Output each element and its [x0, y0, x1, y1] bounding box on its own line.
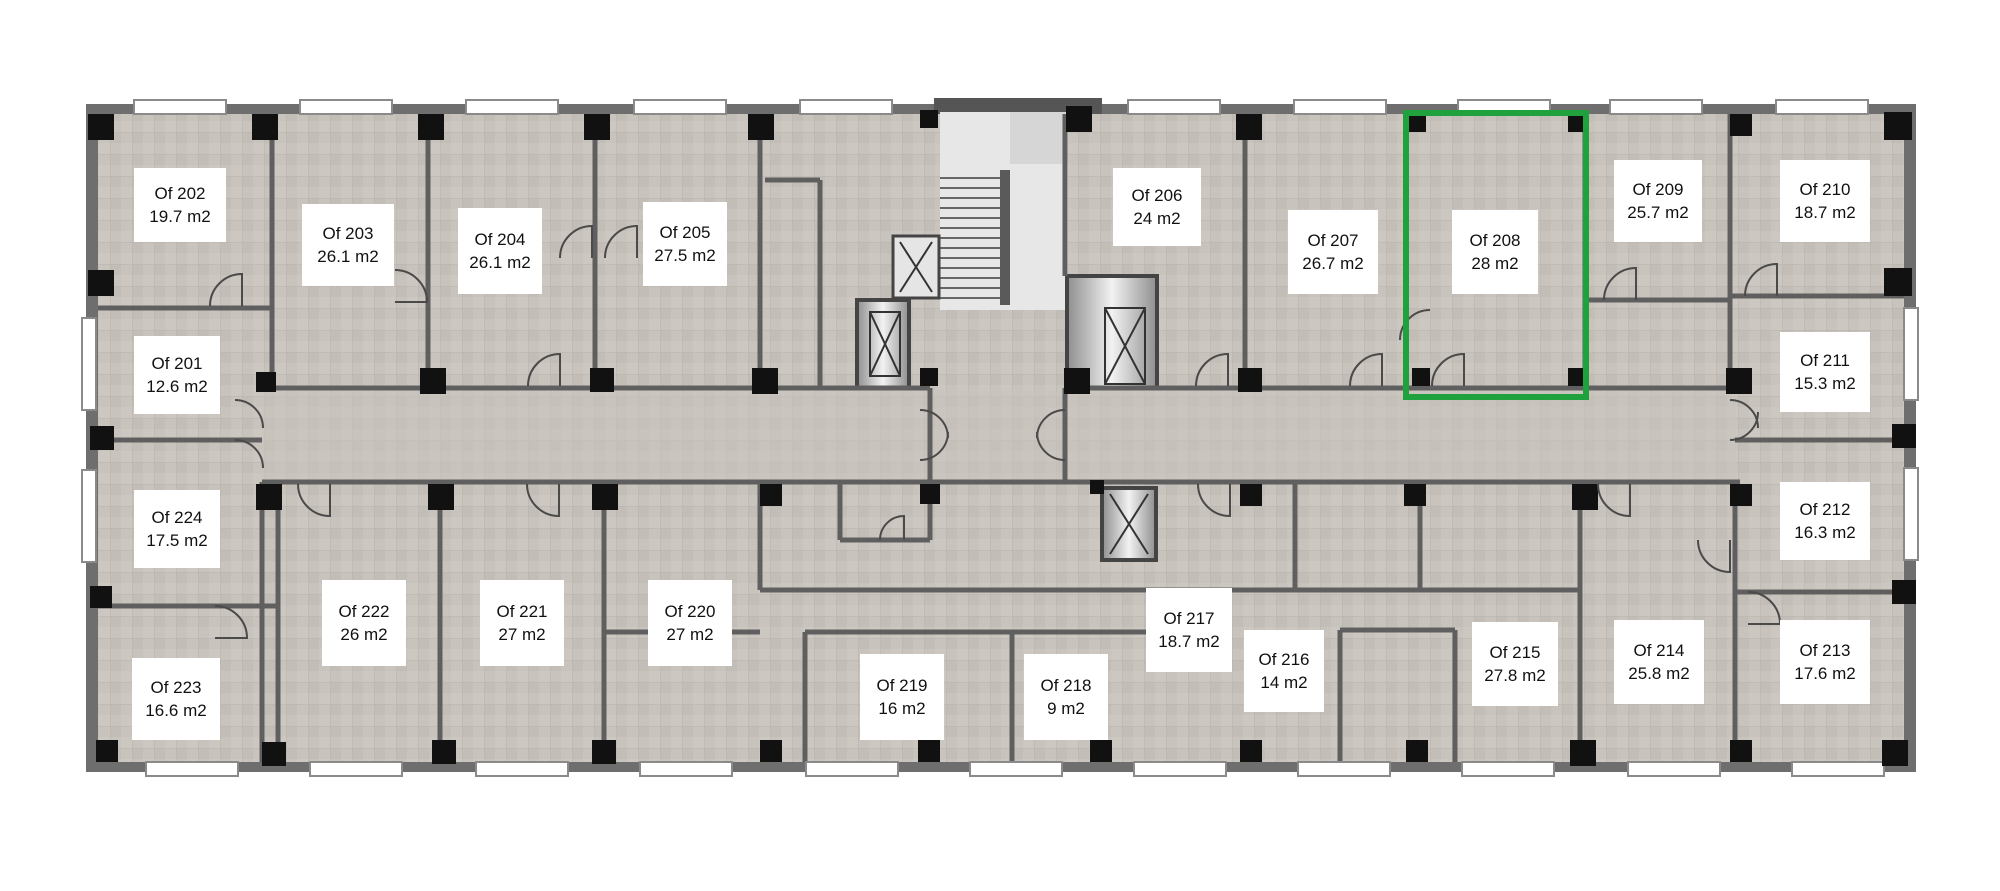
- office-area: 27.8 m2: [1484, 666, 1546, 685]
- office-name: Of 216: [1258, 650, 1310, 669]
- elevator-left: [855, 298, 911, 390]
- office-area: 9 m2: [1047, 699, 1085, 718]
- office-name: Of 217: [1163, 609, 1215, 628]
- office-area: 17.5 m2: [146, 531, 208, 550]
- elevator-shaft-left: [891, 234, 941, 300]
- office-label: Of 221 27 m2: [480, 580, 564, 666]
- office-area: 27 m2: [498, 625, 546, 644]
- office-name: Of 214: [1633, 641, 1685, 660]
- office-name: Of 206: [1131, 186, 1183, 205]
- office-label: Of 215 27.8 m2: [1472, 622, 1558, 706]
- office-label: Of 206 24 m2: [1113, 168, 1201, 246]
- office-label: Of 212 16.3 m2: [1780, 482, 1870, 560]
- office-area: 16.3 m2: [1794, 523, 1856, 542]
- office-label: Of 214 25.8 m2: [1614, 620, 1704, 704]
- office-name: Of 213: [1799, 641, 1851, 660]
- office-area: 17.6 m2: [1794, 664, 1856, 683]
- office-label: Of 217 18.7 m2: [1146, 588, 1232, 672]
- office-area: 24 m2: [1133, 209, 1181, 228]
- office-area: 28 m2: [1471, 254, 1519, 273]
- office-area: 19.7 m2: [149, 207, 211, 226]
- office-area: 26.7 m2: [1302, 254, 1364, 273]
- office-area: 15.3 m2: [1794, 374, 1856, 393]
- office-name: Of 205: [659, 223, 711, 242]
- office-label: Of 219 16 m2: [860, 654, 944, 740]
- office-name: Of 210: [1799, 180, 1851, 199]
- office-name: Of 219: [876, 676, 928, 695]
- office-area: 26.1 m2: [317, 247, 379, 266]
- elevator-right: [1065, 274, 1159, 390]
- office-label: Of 211 15.3 m2: [1780, 332, 1870, 412]
- office-name: Of 218: [1040, 676, 1092, 695]
- office-label: Of 218 9 m2: [1024, 654, 1108, 740]
- interior-walls: [98, 114, 1904, 762]
- elevator-lower: [1100, 486, 1158, 562]
- office-name: Of 201: [151, 354, 203, 373]
- office-label: Of 216 14 m2: [1244, 630, 1324, 712]
- office-label: Of 223 16.6 m2: [132, 658, 220, 740]
- office-name: Of 215: [1489, 643, 1541, 662]
- office-label: Of 201 12.6 m2: [134, 336, 220, 414]
- stair-landing: [1010, 112, 1068, 164]
- office-label: Of 202 19.7 m2: [134, 168, 226, 242]
- stair-handrail: [1000, 170, 1010, 305]
- office-name: Of 204: [474, 230, 526, 249]
- office-area: 18.7 m2: [1158, 632, 1220, 651]
- office-label: Of 207 26.7 m2: [1288, 210, 1378, 294]
- office-area: 25.7 m2: [1627, 203, 1689, 222]
- office-label: Of 213 17.6 m2: [1780, 620, 1870, 704]
- office-area: 27 m2: [666, 625, 714, 644]
- stair-treads: [940, 177, 1000, 299]
- office-area: 26 m2: [340, 625, 388, 644]
- office-name: Of 209: [1632, 180, 1684, 199]
- office-area: 18.7 m2: [1794, 203, 1856, 222]
- office-name: Of 203: [322, 224, 374, 243]
- office-label: Of 222 26 m2: [322, 580, 406, 666]
- office-area: 16 m2: [878, 699, 926, 718]
- office-name: Of 222: [338, 602, 390, 621]
- office-name: Of 208: [1469, 231, 1521, 250]
- office-area: 26.1 m2: [469, 253, 531, 272]
- stair-core-wall: [934, 98, 1102, 114]
- office-label: Of 205 27.5 m2: [643, 202, 727, 286]
- office-area: 25.8 m2: [1628, 664, 1690, 683]
- office-label: Of 210 18.7 m2: [1780, 160, 1870, 242]
- office-label: Of 204 26.1 m2: [458, 208, 542, 294]
- office-name: Of 207: [1307, 231, 1359, 250]
- office-area: 27.5 m2: [654, 246, 716, 265]
- office-label: Of 208 28 m2: [1452, 210, 1538, 294]
- office-name: Of 224: [151, 508, 203, 527]
- windows: [81, 99, 1919, 777]
- office-label: Of 209 25.7 m2: [1614, 160, 1702, 242]
- office-name: Of 221: [496, 602, 548, 621]
- office-name: Of 220: [664, 602, 716, 621]
- office-area: 12.6 m2: [146, 377, 208, 396]
- structural-columns: [88, 106, 1916, 766]
- office-area: 14 m2: [1260, 673, 1308, 692]
- office-label: Of 203 26.1 m2: [302, 204, 394, 286]
- office-name: Of 202: [154, 184, 206, 203]
- office-label: Of 224 17.5 m2: [134, 490, 220, 568]
- office-name: Of 211: [1800, 351, 1850, 370]
- door-swings: [209, 224, 1782, 639]
- office-area: 16.6 m2: [145, 701, 207, 720]
- office-name: Of 212: [1799, 500, 1851, 519]
- office-name: Of 223: [150, 678, 202, 697]
- office-label: Of 220 27 m2: [648, 580, 732, 666]
- central-corridor: [262, 390, 1736, 482]
